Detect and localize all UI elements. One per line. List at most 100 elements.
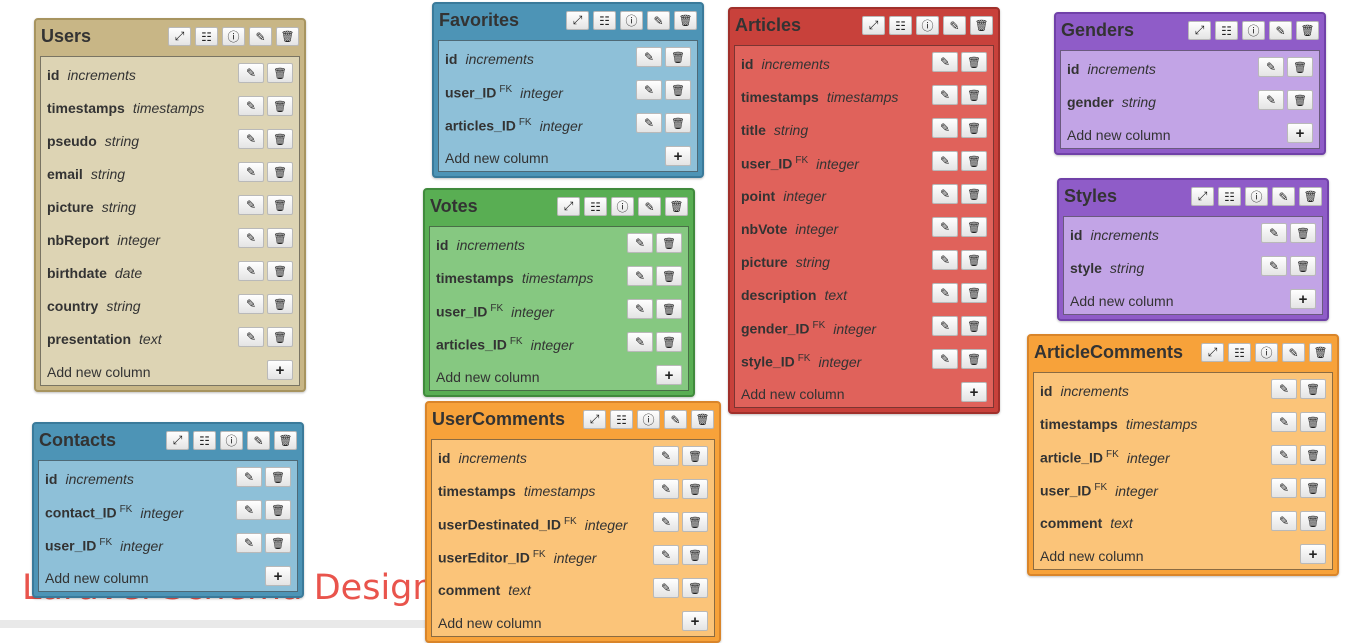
grid-button[interactable]: ☷: [584, 197, 607, 216]
info-button[interactable]: ⓘ: [916, 16, 939, 35]
trash-button[interactable]: 🗑: [1309, 343, 1332, 362]
pencil-button[interactable]: ✎: [1258, 90, 1284, 110]
trash-button[interactable]: 🗑: [665, 80, 691, 100]
trash-button[interactable]: 🗑: [961, 151, 987, 171]
pencil-button[interactable]: ✎: [1261, 256, 1287, 276]
add-column-button[interactable]: +: [665, 146, 691, 166]
pencil-button[interactable]: ✎: [238, 228, 264, 248]
pencil-button[interactable]: ✎: [1271, 478, 1297, 498]
table-header[interactable]: Users⤢☷ⓘ✎🗑: [36, 20, 304, 52]
pencil-button[interactable]: ✎: [238, 261, 264, 281]
pencil-button[interactable]: ✎: [932, 118, 958, 138]
trash-button[interactable]: 🗑: [961, 85, 987, 105]
trash-button[interactable]: 🗑: [1300, 478, 1326, 498]
grid-button[interactable]: ☷: [1228, 343, 1251, 362]
pencil-button[interactable]: ✎: [653, 545, 679, 565]
trash-button[interactable]: 🗑: [682, 512, 708, 532]
trash-button[interactable]: 🗑: [674, 11, 697, 30]
pencil-button[interactable]: ✎: [627, 332, 653, 352]
info-button[interactable]: ⓘ: [620, 11, 643, 30]
pencil-button[interactable]: ✎: [1272, 187, 1295, 206]
trash-button[interactable]: 🗑: [961, 217, 987, 237]
expand-button[interactable]: ⤢: [1201, 343, 1224, 362]
trash-button[interactable]: 🗑: [961, 118, 987, 138]
pencil-button[interactable]: ✎: [932, 85, 958, 105]
info-button[interactable]: ⓘ: [1242, 21, 1265, 40]
grid-button[interactable]: ☷: [1215, 21, 1238, 40]
pencil-button[interactable]: ✎: [238, 162, 264, 182]
pencil-button[interactable]: ✎: [238, 63, 264, 83]
trash-button[interactable]: 🗑: [691, 410, 714, 429]
pencil-button[interactable]: ✎: [932, 349, 958, 369]
pencil-button[interactable]: ✎: [236, 467, 262, 487]
trash-button[interactable]: 🗑: [682, 545, 708, 565]
grid-button[interactable]: ☷: [610, 410, 633, 429]
expand-button[interactable]: ⤢: [1191, 187, 1214, 206]
trash-button[interactable]: 🗑: [267, 129, 293, 149]
trash-button[interactable]: 🗑: [970, 16, 993, 35]
pencil-button[interactable]: ✎: [238, 294, 264, 314]
trash-button[interactable]: 🗑: [665, 197, 688, 216]
trash-button[interactable]: 🗑: [961, 52, 987, 72]
add-column-button[interactable]: +: [267, 360, 293, 380]
grid-button[interactable]: ☷: [1218, 187, 1241, 206]
trash-button[interactable]: 🗑: [276, 27, 299, 46]
pencil-button[interactable]: ✎: [1282, 343, 1305, 362]
pencil-button[interactable]: ✎: [1271, 412, 1297, 432]
expand-button[interactable]: ⤢: [1188, 21, 1211, 40]
trash-button[interactable]: 🗑: [1300, 379, 1326, 399]
pencil-button[interactable]: ✎: [1258, 57, 1284, 77]
add-column-button[interactable]: +: [265, 566, 291, 586]
trash-button[interactable]: 🗑: [1287, 90, 1313, 110]
pencil-button[interactable]: ✎: [238, 195, 264, 215]
table-header[interactable]: Contacts⤢☷ⓘ✎🗑: [34, 424, 302, 456]
table-header[interactable]: Genders⤢☷ⓘ✎🗑: [1056, 14, 1324, 46]
expand-button[interactable]: ⤢: [566, 11, 589, 30]
trash-button[interactable]: 🗑: [682, 578, 708, 598]
pencil-button[interactable]: ✎: [653, 446, 679, 466]
add-column-button[interactable]: +: [1300, 544, 1326, 564]
pencil-button[interactable]: ✎: [636, 113, 662, 133]
pencil-button[interactable]: ✎: [636, 80, 662, 100]
pencil-button[interactable]: ✎: [627, 233, 653, 253]
pencil-button[interactable]: ✎: [653, 479, 679, 499]
info-button[interactable]: ⓘ: [1245, 187, 1268, 206]
info-button[interactable]: ⓘ: [220, 431, 243, 450]
add-column-button[interactable]: +: [656, 365, 682, 385]
pencil-button[interactable]: ✎: [627, 266, 653, 286]
pencil-button[interactable]: ✎: [236, 533, 262, 553]
pencil-button[interactable]: ✎: [932, 250, 958, 270]
trash-button[interactable]: 🗑: [1300, 445, 1326, 465]
trash-button[interactable]: 🗑: [1296, 21, 1319, 40]
trash-button[interactable]: 🗑: [961, 283, 987, 303]
table-header[interactable]: Votes⤢☷ⓘ✎🗑: [425, 190, 693, 222]
expand-button[interactable]: ⤢: [166, 431, 189, 450]
pencil-button[interactable]: ✎: [932, 283, 958, 303]
trash-button[interactable]: 🗑: [267, 261, 293, 281]
pencil-button[interactable]: ✎: [932, 184, 958, 204]
pencil-button[interactable]: ✎: [627, 299, 653, 319]
trash-button[interactable]: 🗑: [961, 349, 987, 369]
table-header[interactable]: UserComments⤢☷ⓘ✎🗑: [427, 403, 719, 435]
trash-button[interactable]: 🗑: [265, 467, 291, 487]
pencil-button[interactable]: ✎: [932, 151, 958, 171]
trash-button[interactable]: 🗑: [682, 479, 708, 499]
trash-button[interactable]: 🗑: [1300, 412, 1326, 432]
info-button[interactable]: ⓘ: [222, 27, 245, 46]
pencil-button[interactable]: ✎: [238, 96, 264, 116]
pencil-button[interactable]: ✎: [1271, 445, 1297, 465]
grid-button[interactable]: ☷: [889, 16, 912, 35]
pencil-button[interactable]: ✎: [638, 197, 661, 216]
trash-button[interactable]: 🗑: [656, 233, 682, 253]
add-column-button[interactable]: +: [961, 382, 987, 402]
trash-button[interactable]: 🗑: [1299, 187, 1322, 206]
trash-button[interactable]: 🗑: [961, 184, 987, 204]
pencil-button[interactable]: ✎: [932, 52, 958, 72]
info-button[interactable]: ⓘ: [611, 197, 634, 216]
expand-button[interactable]: ⤢: [168, 27, 191, 46]
